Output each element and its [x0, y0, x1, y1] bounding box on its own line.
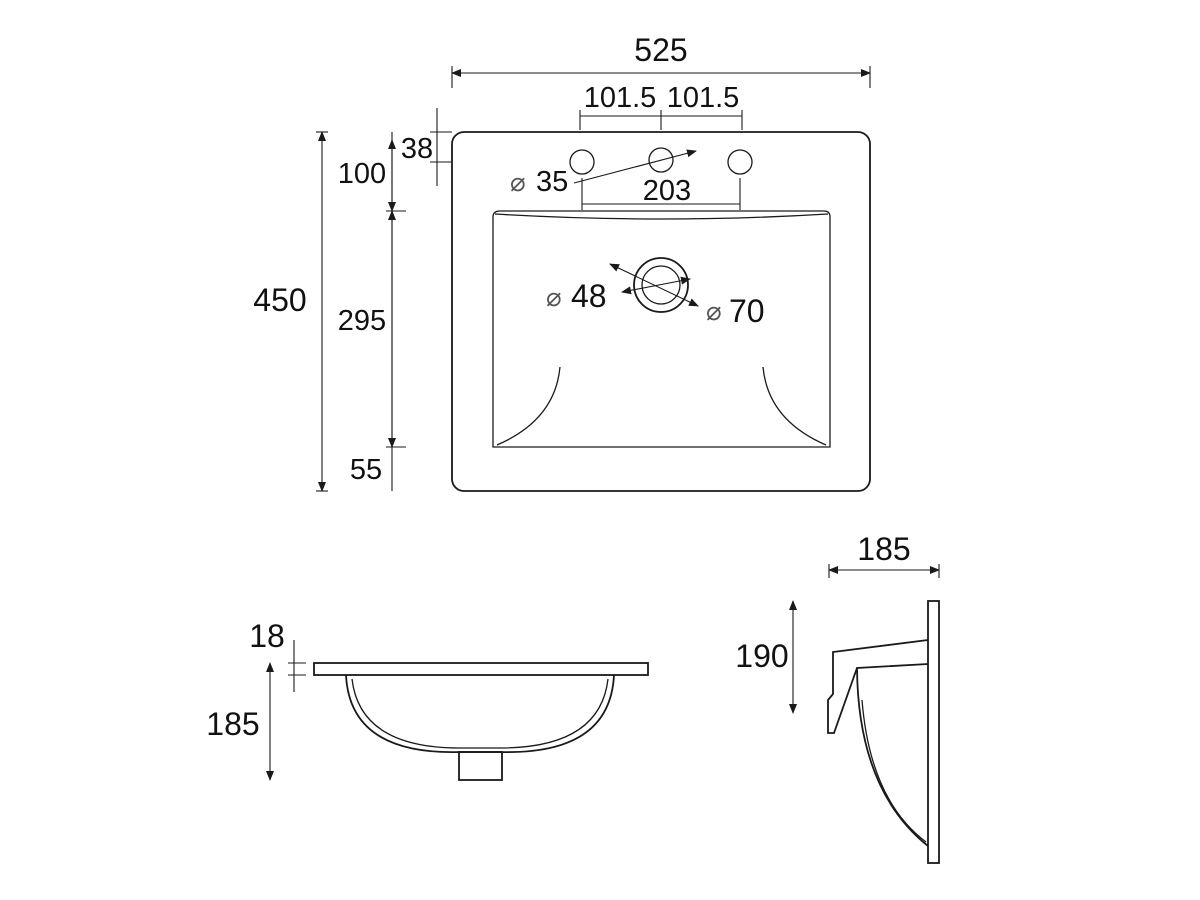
front-bowl-inner — [351, 678, 609, 749]
diameter-symbol-35: ⌀ — [510, 168, 526, 198]
basin-outline — [451, 131, 871, 492]
tap-hole-right — [727, 149, 753, 175]
front-waste — [458, 751, 503, 781]
bowl-back-curve — [494, 213, 829, 220]
label-tap-holes-span: 203 — [643, 175, 691, 207]
label-back-ledge: 100 — [338, 158, 386, 190]
label-waste-outer-diameter: 70 — [729, 293, 765, 329]
tap-diameter-leader — [573, 149, 697, 184]
front-view: 18 185 — [206, 618, 649, 781]
top-view: 525 101.5 101.5 38 ⌀ 35 203 450 100 295 … — [253, 32, 871, 492]
tap-hole-center — [648, 147, 674, 173]
label-front-ledge: 55 — [350, 454, 382, 486]
front-bowl — [345, 674, 615, 753]
tap-hole-left — [569, 149, 595, 175]
label-rim-thickness: 18 — [249, 618, 285, 654]
bowl-curve-right — [762, 366, 827, 446]
label-tap-edge-offset: 38 — [401, 133, 433, 165]
diameter-symbol-48: ⌀ — [546, 283, 562, 313]
label-waste-inner-diameter: 48 — [571, 278, 607, 314]
bowl-curve-left — [496, 366, 561, 446]
label-front-bowl-depth: 185 — [206, 706, 259, 742]
side-wall — [927, 600, 940, 864]
label-side-height: 190 — [735, 638, 788, 674]
label-side-projection: 185 — [857, 531, 910, 567]
front-rim — [313, 662, 649, 676]
side-bowl-inner — [861, 699, 927, 843]
label-tap-spacing-left: 101.5 — [584, 82, 657, 114]
label-depth-overall: 450 — [253, 282, 306, 318]
waste-diameter-70-line — [609, 263, 699, 307]
diameter-symbol-70: ⌀ — [706, 297, 722, 327]
side-rim — [827, 639, 929, 734]
side-view: 185 190 — [735, 531, 940, 864]
label-tap-hole-diameter: 35 — [536, 166, 568, 198]
bowl-outline — [492, 210, 831, 448]
label-tap-spacing-right: 101.5 — [667, 82, 740, 114]
side-bowl — [856, 667, 929, 847]
label-width-overall: 525 — [634, 32, 687, 68]
label-bowl-length: 295 — [338, 305, 386, 337]
